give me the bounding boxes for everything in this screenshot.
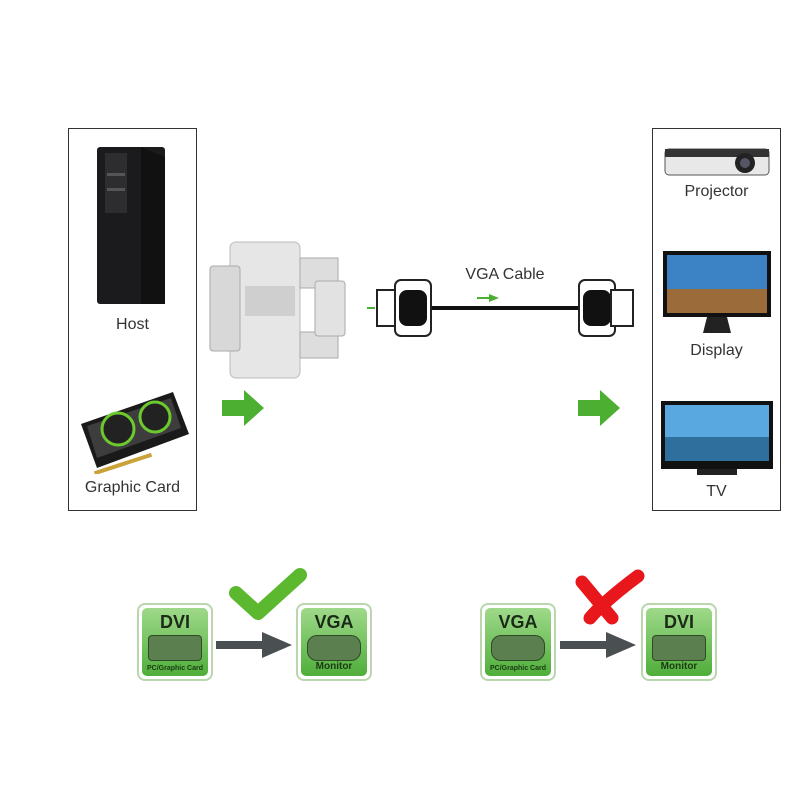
dvi-vga-adapter-image xyxy=(209,241,346,379)
dvi-source-badge: DVI PC/Graphic Card xyxy=(137,603,213,681)
dvi-target-badge: DVI Monitor xyxy=(641,603,717,681)
vga-cable-label: VGA Cable xyxy=(465,266,545,283)
gray-arrow-right-icon xyxy=(216,632,292,658)
badge-subtitle: PC/Graphic Card xyxy=(489,665,546,672)
host-pc-tower-image xyxy=(97,147,165,304)
vga-port-icon xyxy=(307,635,361,661)
projector-image xyxy=(664,148,770,176)
dvi-port-icon xyxy=(148,635,202,661)
green-arrow-right-icon xyxy=(578,390,620,426)
host-label: Host xyxy=(116,316,149,333)
vga-port-icon xyxy=(491,635,545,661)
badge-title: VGA xyxy=(498,612,538,632)
dvi-port-icon xyxy=(652,635,706,661)
checkmark-icon xyxy=(229,568,307,620)
target-devices-panel: Projector Display TV xyxy=(652,128,781,511)
tv-image xyxy=(661,401,773,475)
cross-icon xyxy=(575,569,645,625)
tv-label: TV xyxy=(706,483,727,500)
vga-cable-image xyxy=(367,279,634,337)
source-devices-panel: Host Graphic Card xyxy=(68,128,197,511)
graphic-card-label: Graphic Card xyxy=(84,479,181,496)
display-label: Display xyxy=(690,342,743,359)
badge-title: DVI xyxy=(159,612,190,632)
badge-title: DVI xyxy=(663,612,694,632)
display-monitor-image xyxy=(663,251,771,333)
graphic-card-image xyxy=(81,392,189,474)
projector-label: Projector xyxy=(684,183,749,200)
gray-arrow-right-icon xyxy=(560,632,636,658)
green-arrow-right-icon xyxy=(222,390,264,426)
badge-subtitle: PC/Graphic Card xyxy=(146,665,203,672)
badge-subtitle: Monitor xyxy=(315,661,353,672)
vga-source-badge: VGA PC/Graphic Card xyxy=(480,603,556,681)
badge-title: VGA xyxy=(314,612,354,632)
vga-target-badge: VGA Monitor xyxy=(296,603,372,681)
badge-subtitle: Monitor xyxy=(660,661,698,672)
